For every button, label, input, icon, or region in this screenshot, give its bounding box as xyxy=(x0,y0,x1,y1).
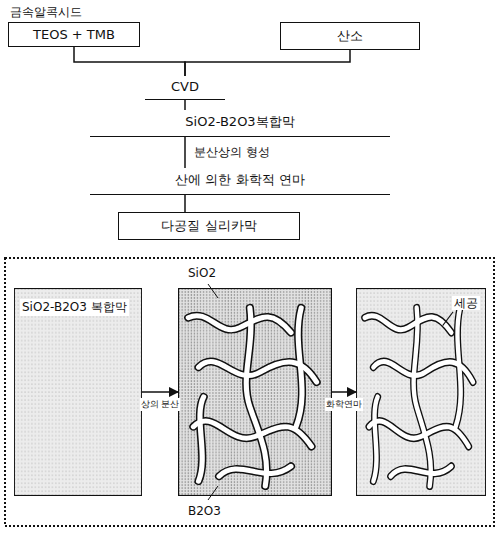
phase-outline xyxy=(365,316,452,333)
node-text: SiO2 xyxy=(186,266,218,280)
phase-region xyxy=(414,308,431,486)
phase-region xyxy=(391,466,452,476)
dotted-border xyxy=(5,258,494,526)
node-text: TEOS + TMB xyxy=(17,27,131,42)
phase-region xyxy=(456,308,461,427)
node-text: 산소 xyxy=(289,27,411,45)
phase-region xyxy=(373,397,377,481)
phase-region xyxy=(296,308,302,427)
connector-line xyxy=(74,47,185,76)
material-illustration xyxy=(14,288,142,496)
phase-region xyxy=(219,466,291,476)
node-text: SiO2-B2O3복합막 xyxy=(98,113,382,131)
process-box: TEOS + TMB xyxy=(8,22,140,47)
material-illustration xyxy=(356,288,486,496)
connector-line xyxy=(184,137,186,168)
process-step: 산에 의한 화학적 연마 xyxy=(90,168,390,195)
connector-line xyxy=(142,391,178,393)
group-label: 금속알콕시드 xyxy=(10,4,82,21)
phase-outline xyxy=(219,466,291,476)
node-text: SiO2-B2O3 복합막 xyxy=(20,299,129,316)
phase-outline xyxy=(188,316,291,333)
edge-label: 화학연마 xyxy=(325,398,363,411)
phase-region xyxy=(365,316,452,333)
material-illustration xyxy=(178,288,332,496)
edge-label: 상의 분산 xyxy=(140,398,181,411)
film-outline xyxy=(356,288,485,495)
node-text: 세공 xyxy=(452,296,480,310)
leader-line xyxy=(208,486,218,500)
phase-region xyxy=(199,397,204,481)
process-step: SiO2-B2O3복합막 xyxy=(90,110,390,137)
phase-region xyxy=(188,316,291,333)
node-text: B2O3 xyxy=(186,504,223,518)
node-text: 다공질 실리카막 xyxy=(127,217,291,235)
edge-label: 분산상의 형성 xyxy=(193,144,271,161)
leader-lines xyxy=(178,266,332,518)
phase-region xyxy=(193,421,311,446)
process-box: 산소 xyxy=(280,22,420,50)
process-box: 다공질 실리카막 xyxy=(118,212,300,240)
film-outline xyxy=(179,288,332,495)
connector-line xyxy=(184,100,186,110)
film-picture: 세공 xyxy=(356,288,486,496)
connector-line xyxy=(332,391,356,393)
film-picture: SiO2B2O3 xyxy=(178,266,332,518)
phase-outline xyxy=(414,308,431,486)
leader-line xyxy=(208,284,218,298)
process-step: CVD xyxy=(145,76,225,100)
film-outline xyxy=(14,288,141,495)
phase-outline xyxy=(373,397,377,481)
phase-region xyxy=(246,308,266,486)
leader-line xyxy=(443,312,453,326)
connector-line xyxy=(184,195,186,212)
connector-line xyxy=(185,50,350,76)
phase-outline xyxy=(199,397,204,481)
node-text: 산에 의한 화학적 연마 xyxy=(98,171,382,189)
phase-outline xyxy=(246,308,266,486)
phase-outline xyxy=(391,466,452,476)
phase-outline xyxy=(296,308,302,427)
node-text: CVD xyxy=(153,79,217,94)
film-picture: SiO2-B2O3 복합막 xyxy=(14,288,142,496)
phase-region xyxy=(369,421,469,446)
phase-outline xyxy=(456,308,461,427)
